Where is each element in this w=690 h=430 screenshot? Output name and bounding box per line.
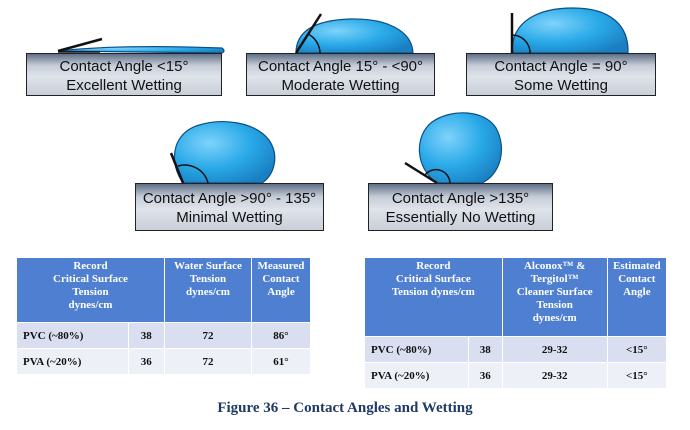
table-row: PVC (~80%) 38 29-32 <15° [364, 336, 668, 363]
critical-tension-cell: 38 [467, 336, 503, 363]
surface-tension-cell: 72 [163, 322, 252, 349]
panel-angle-label: Contact Angle <15° [59, 58, 189, 75]
panel-angle-label: Contact Angle = 90° [494, 58, 628, 75]
header-water-tension: Water Surface Tension dynes/cm [163, 257, 252, 323]
table-row: PVA (~20%) 36 29-32 <15° [364, 362, 668, 389]
panel-angle-label: Contact Angle 15° - <90° [257, 58, 424, 75]
contact-angle-cell: 61° [250, 348, 312, 375]
material-cell: PVC (~80%) [16, 322, 129, 349]
contact-angle-cell: 86° [250, 322, 312, 349]
panel-wetting-label: Some Wetting [514, 77, 608, 94]
table-row: PVA (~20%) 36 72 61° [16, 348, 312, 375]
material-cell: PVA (~20%) [364, 362, 469, 389]
header-estimated-angle: Estimated Contact Angle [606, 257, 668, 337]
panel-no-wetting: Contact Angle >135° Essentially No Wetti… [368, 183, 553, 231]
critical-tension-cell: 36 [467, 362, 503, 389]
water-contact-angle-table: Record Critical Surface Tension dynes/cm… [16, 257, 312, 375]
droplet-minimal-wetting [169, 121, 276, 184]
droplet-no-wetting [404, 112, 503, 185]
surface-tension-cell: 29-32 [501, 362, 608, 389]
critical-tension-cell: 38 [127, 322, 165, 349]
droplet-some-wetting [510, 7, 629, 54]
droplet-excellent-wetting [57, 37, 225, 54]
panel-wetting-label: Minimal Wetting [176, 209, 283, 226]
surface-tension-cell: 29-32 [501, 336, 608, 363]
panel-wetting-label: Moderate Wetting [281, 77, 400, 94]
contact-angle-cell: <15° [606, 336, 668, 363]
contact-angle-cell: <15° [606, 362, 668, 389]
panel-angle-label: Contact Angle >90° - 135° [142, 190, 317, 207]
table-row: PVC (~80%) 38 72 86° [16, 322, 312, 349]
panel-angle-label: Contact Angle >135° [391, 190, 530, 207]
surface-tension-cell: 72 [163, 348, 252, 375]
cleaner-contact-angle-table: Record Critical Surface Tension dynes/cm… [364, 257, 668, 389]
header-measured-angle: Measured Contact Angle [250, 257, 312, 323]
panel-excellent-wetting: Contact Angle <15° Excellent Wetting [26, 53, 222, 96]
droplet-illustrations [57, 7, 629, 185]
panel-moderate-wetting: Contact Angle 15° - <90° Moderate Wettin… [246, 53, 435, 96]
panel-minimal-wetting: Contact Angle >90° - 135° Minimal Wettin… [135, 183, 324, 231]
header-critical-tension: Record Critical Surface Tension dynes/cm [16, 257, 165, 323]
droplet-moderate-wetting [294, 13, 414, 54]
table-header-row: Record Critical Surface Tension dynes/cm… [16, 257, 312, 323]
material-cell: PVA (~20%) [16, 348, 129, 375]
panel-wetting-label: Essentially No Wetting [385, 209, 536, 226]
material-cell: PVC (~80%) [364, 336, 469, 363]
panel-wetting-label: Excellent Wetting [66, 77, 182, 94]
panel-some-wetting: Contact Angle = 90° Some Wetting [466, 53, 656, 96]
critical-tension-cell: 36 [127, 348, 165, 375]
header-critical-tension: Record Critical Surface Tension dynes/cm [364, 257, 503, 337]
header-cleaner-tension: Alconox™ & Tergitol™ Cleaner Surface Ten… [501, 257, 608, 337]
figure-caption: Figure 36 – Contact Angles and Wetting [217, 400, 473, 416]
table-header-row: Record Critical Surface Tension dynes/cm… [364, 257, 668, 337]
